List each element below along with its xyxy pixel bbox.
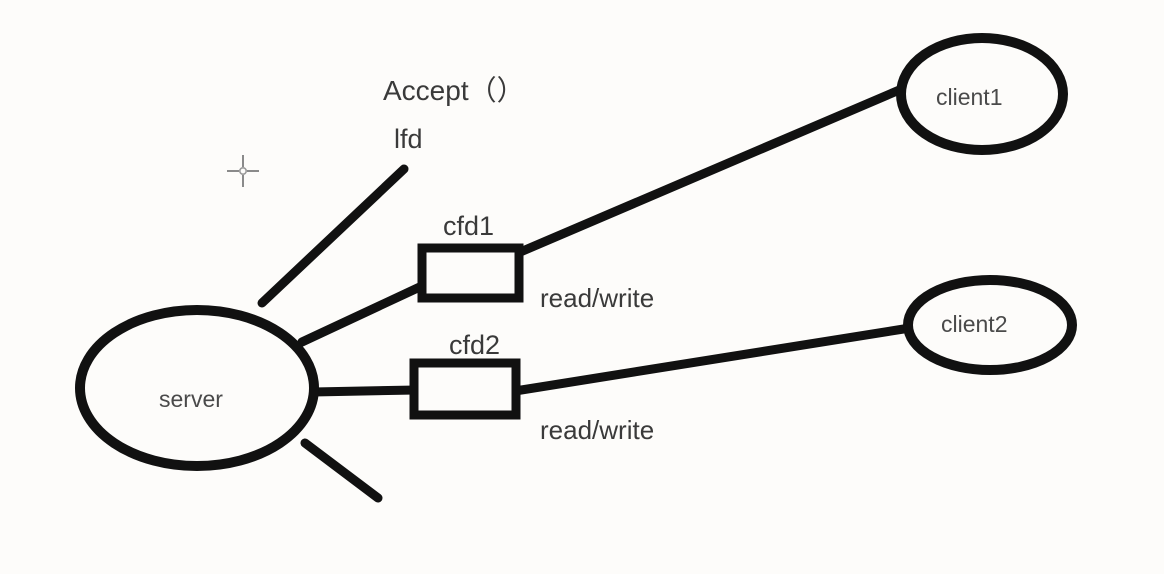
edge-cfd1-to-client1 <box>513 83 909 258</box>
edge-cfd2-to-client2 <box>510 323 915 396</box>
node-server-ellipse[interactable] <box>75 305 319 471</box>
node-label-client2: client2 <box>941 311 1008 337</box>
crosshair-cursor-icon <box>227 155 259 187</box>
node-client2-ellipse[interactable] <box>903 275 1077 375</box>
edge-server-to-cfd2 <box>308 385 421 397</box>
annotation-read-write-2: read/write <box>540 415 655 445</box>
annotation-accept: Accept（） <box>383 75 525 106</box>
edge-server-to-cfd1 <box>297 280 429 347</box>
edge-lfd-stroke <box>257 164 409 308</box>
edge-server-bottom-stub <box>300 438 383 503</box>
node-label-server: server <box>159 386 223 412</box>
node-label-client1: client1 <box>936 84 1003 110</box>
annotation-lfd: lfd <box>394 124 423 154</box>
node-cfd2-box[interactable] <box>409 358 521 420</box>
node-cfd1-box[interactable] <box>417 243 524 303</box>
node-client1-ellipse[interactable] <box>896 33 1068 155</box>
node-label-cfd2: cfd2 <box>449 330 501 360</box>
node-label-cfd1: cfd1 <box>443 211 495 241</box>
annotation-read-write-1: read/write <box>540 283 655 313</box>
